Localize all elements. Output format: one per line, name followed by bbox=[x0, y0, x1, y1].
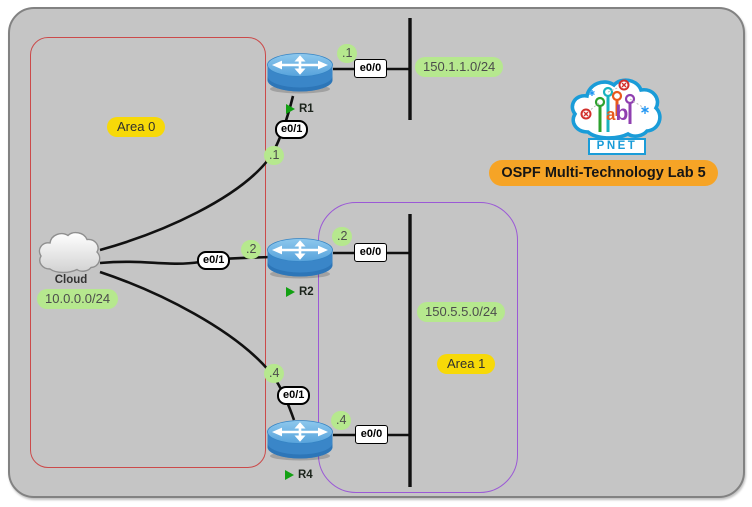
r1-e01-ip-label[interactable]: .1 bbox=[264, 146, 285, 165]
r4-e01-ip-label[interactable]: .4 bbox=[264, 364, 285, 383]
logo-letter-a: a bbox=[606, 105, 616, 124]
router-r1-icon[interactable] bbox=[266, 52, 334, 95]
r1-e01-interface-label[interactable]: e0/1 bbox=[275, 120, 309, 139]
area0-boundary bbox=[30, 37, 266, 468]
router-r4-icon[interactable] bbox=[266, 419, 334, 462]
r2-name: R2 bbox=[299, 286, 314, 298]
lan1-network-label[interactable]: 150.1.1.0/24 bbox=[415, 57, 504, 77]
r4-running-icon bbox=[285, 470, 294, 480]
r2-running-icon bbox=[286, 287, 295, 297]
lan2-network-label[interactable]: 150.5.5.0/24 bbox=[417, 302, 506, 322]
link-cloud-r2[interactable] bbox=[99, 255, 271, 265]
r2-e01-ip-label[interactable]: .2 bbox=[241, 240, 262, 259]
r2-e00-ip-label[interactable]: .2 bbox=[332, 227, 353, 246]
pnet-logo-cloud-icon bbox=[570, 78, 662, 140]
area1-boundary bbox=[318, 202, 518, 493]
r4-device-label[interactable]: R4 bbox=[285, 469, 313, 481]
r2-e00-interface-label[interactable]: e0/0 bbox=[354, 243, 387, 262]
area1-label[interactable]: Area 1 bbox=[437, 354, 496, 374]
r4-e00-ip-label[interactable]: .4 bbox=[331, 411, 352, 430]
r2-device-label[interactable]: R2 bbox=[286, 286, 314, 298]
logo-letter-b: b bbox=[615, 102, 629, 125]
r4-e01-interface-label[interactable]: e0/1 bbox=[277, 386, 311, 405]
cloud-network-label[interactable]: 10.0.0.0/24 bbox=[37, 289, 119, 309]
area0-label[interactable]: Area 0 bbox=[107, 117, 166, 137]
cloud-icon[interactable] bbox=[38, 231, 101, 274]
link-cloud-r4[interactable] bbox=[99, 270, 296, 421]
pnet-logo: ab PNET bbox=[566, 72, 666, 164]
r1-e00-interface-label[interactable]: e0/0 bbox=[354, 59, 387, 78]
pnet-logo-wordmark: PNET bbox=[588, 138, 646, 155]
r1-e00-ip-label[interactable]: .1 bbox=[337, 44, 358, 63]
cloud-device-label[interactable]: Cloud bbox=[54, 274, 88, 286]
r4-e00-interface-label[interactable]: e0/0 bbox=[355, 425, 388, 444]
r1-name: R1 bbox=[299, 103, 314, 115]
r1-device-label[interactable]: R1 bbox=[286, 103, 314, 115]
lab-title-banner: OSPF Multi-Technology Lab 5 bbox=[489, 160, 718, 186]
r1-running-icon bbox=[286, 104, 295, 114]
pnet-logo-lab-text: ab bbox=[606, 102, 628, 126]
r2-e01-interface-label[interactable]: e0/1 bbox=[197, 251, 231, 270]
router-r2-icon[interactable] bbox=[266, 237, 334, 280]
r4-name: R4 bbox=[298, 469, 313, 481]
